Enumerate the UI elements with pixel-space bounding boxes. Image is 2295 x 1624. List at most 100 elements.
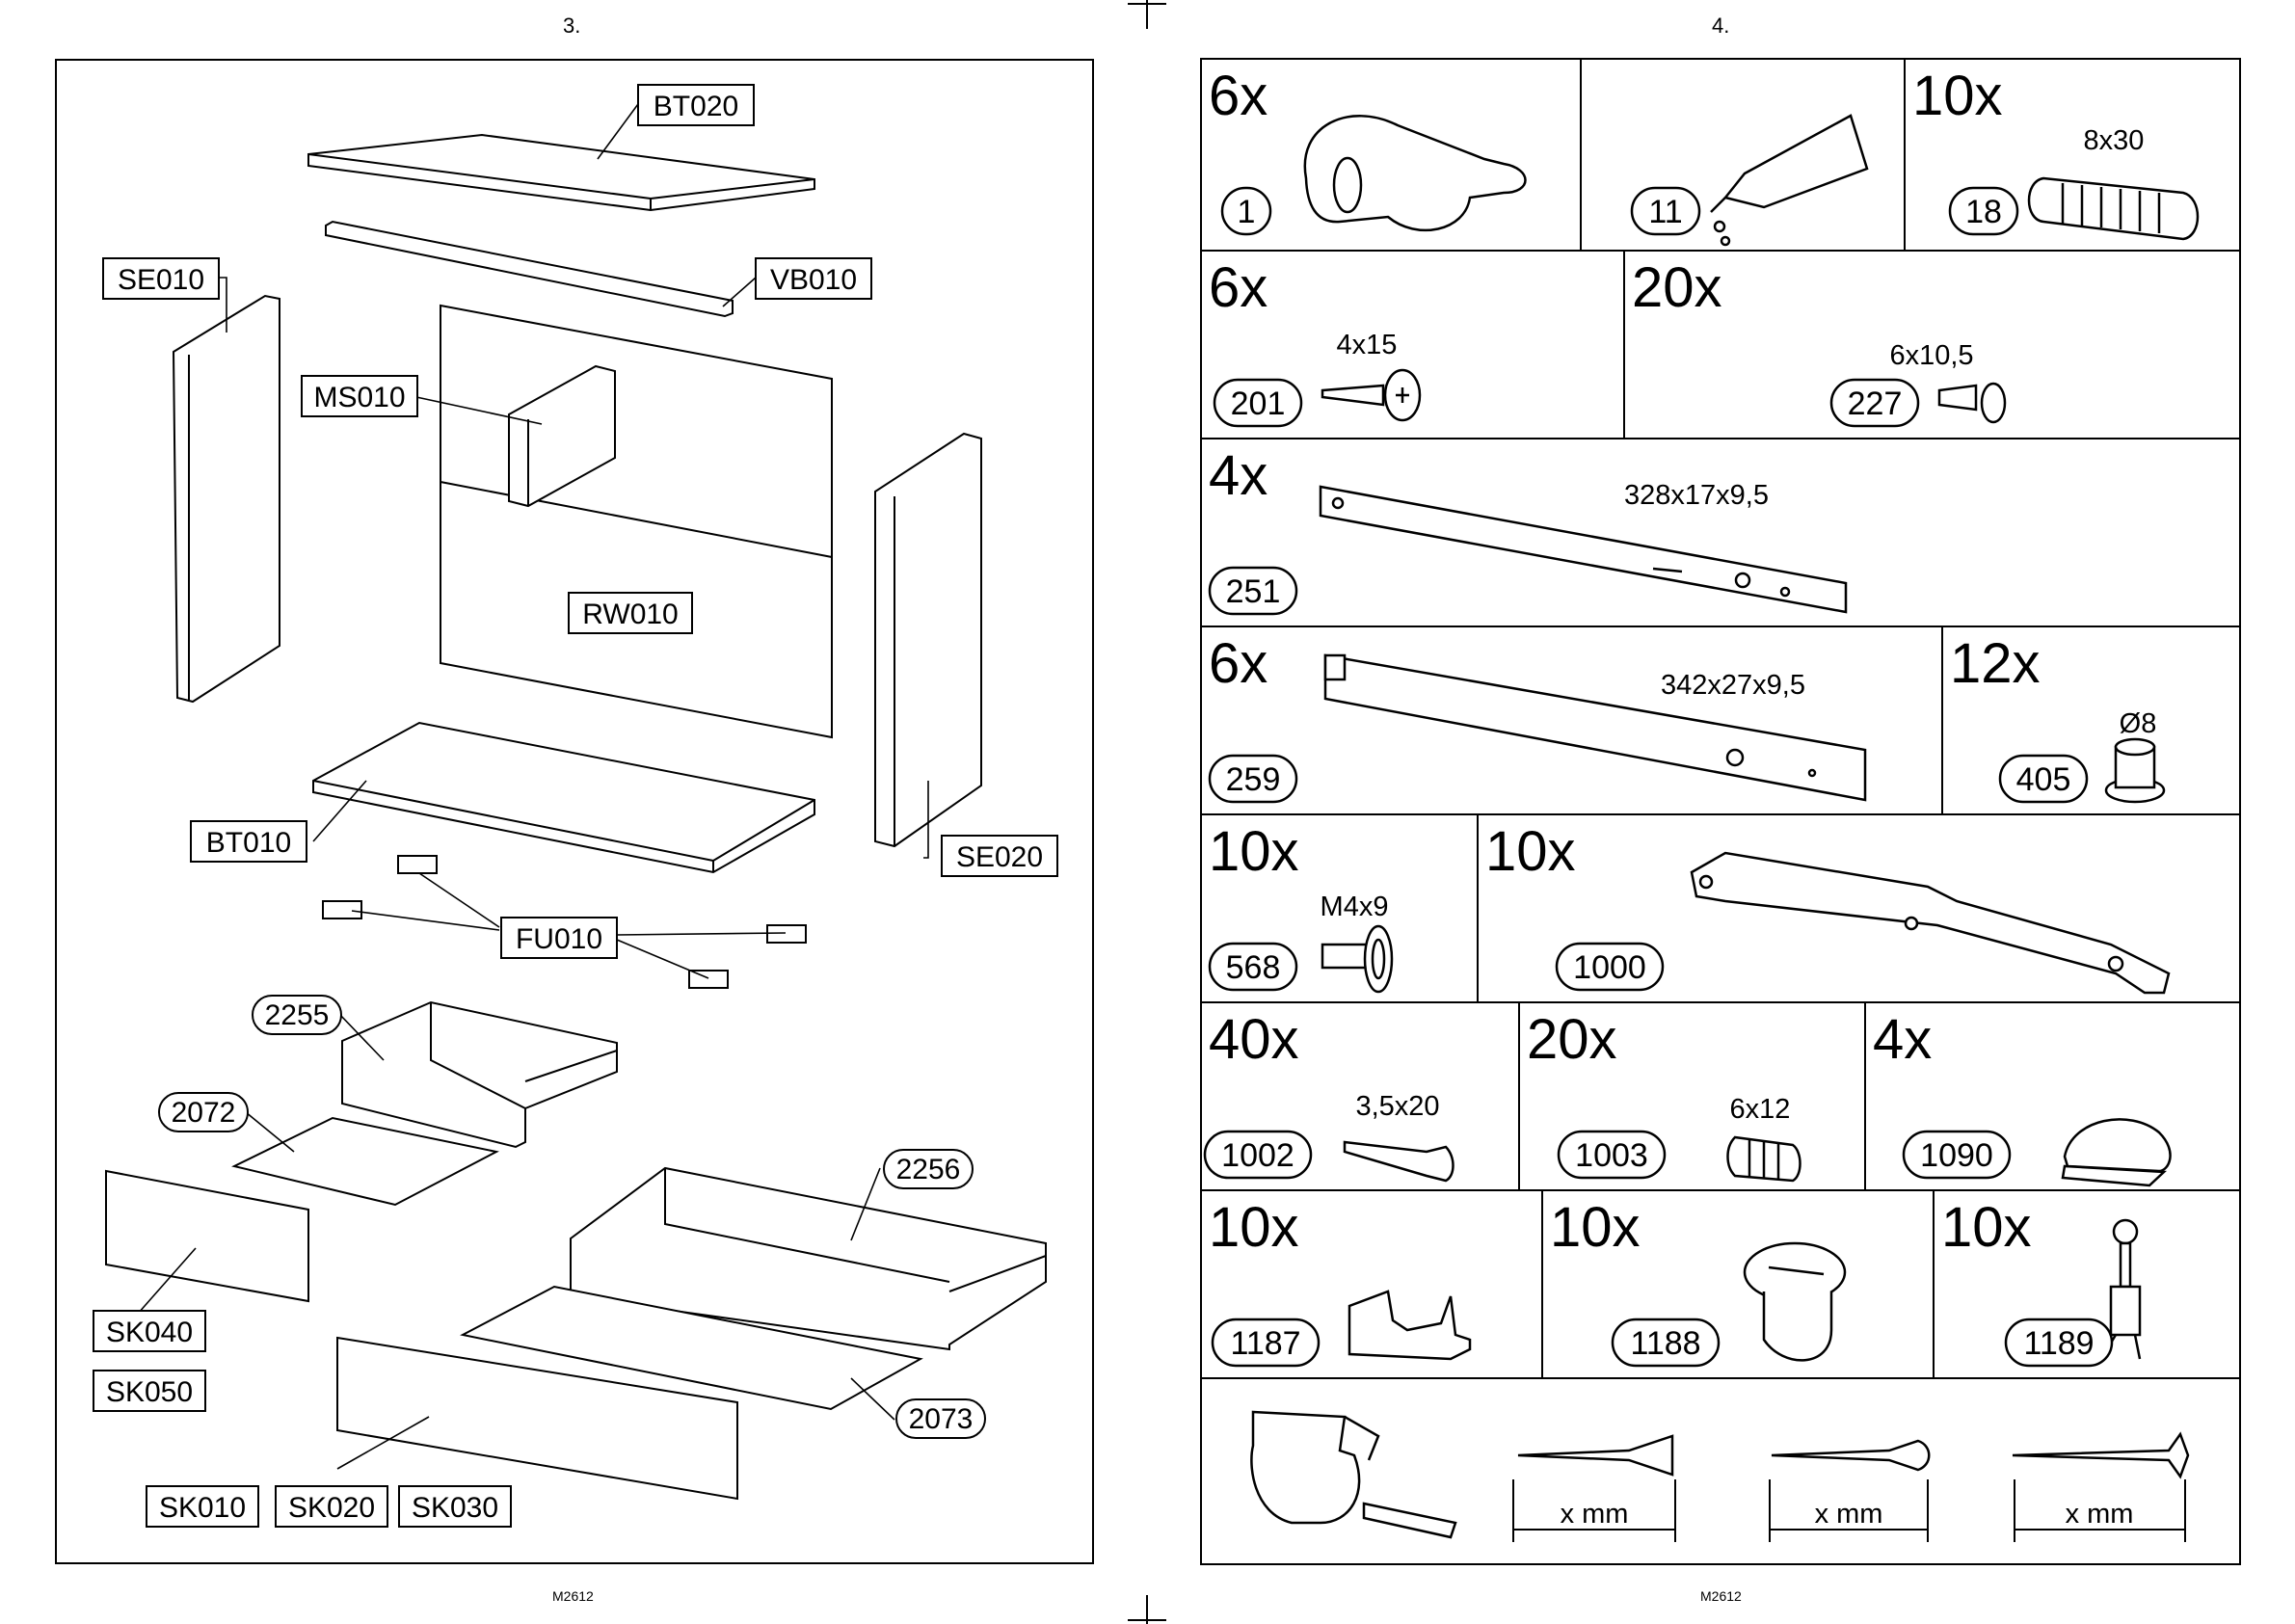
- part-number-1188: 1188: [1630, 1325, 1700, 1362]
- label-2255: 2255: [265, 999, 330, 1031]
- label-vb010: VB010: [770, 264, 857, 296]
- part-number-badge-259: [1208, 754, 1298, 804]
- dimension-227: 6x10,5: [1889, 340, 1973, 371]
- wood-screw-icon-1002: [1343, 1140, 1454, 1183]
- part-number-badge-1090: [1902, 1130, 2012, 1180]
- part-number-badge-405: [1998, 754, 2089, 804]
- quantity-568: 10x: [1209, 820, 1299, 883]
- quantity-1002: 40x: [1209, 1008, 1299, 1071]
- part-number-1000: 1000: [1573, 949, 1646, 986]
- left-page-number: 3.: [563, 13, 581, 38]
- label-bt020: BT020: [654, 91, 738, 122]
- quantity-1090: 4x: [1873, 1008, 1932, 1071]
- dimension-568: M4x9: [1321, 892, 1389, 922]
- cam-lock-bracket-icon: [1303, 115, 1527, 231]
- leader-lines: [137, 103, 929, 1470]
- measure-arrows: [1512, 1479, 2186, 1542]
- wooden-dowel-icon: [2027, 176, 2200, 241]
- part-number-badge-18: [1948, 186, 2019, 236]
- runner-icon-1000: [1690, 851, 2171, 995]
- part-number-1: 1: [1238, 194, 1256, 230]
- edge-clip-icon: [1250, 1410, 1457, 1539]
- label-sk030: SK030: [412, 1492, 498, 1524]
- part-number-1189: 1189: [2023, 1325, 2094, 1362]
- part-number-badge-201: [1213, 378, 1303, 428]
- screw-measure-icon-3: [2012, 1431, 2190, 1479]
- part-number-1003: 1003: [1575, 1137, 1648, 1174]
- part-number-201: 201: [1231, 386, 1286, 422]
- part-number-badge-1189: [2004, 1318, 2114, 1368]
- bolt-icon-568: [1321, 924, 1394, 994]
- label-se010: SE010: [118, 264, 204, 296]
- exploded-view-frame: [55, 59, 1094, 1564]
- quantity-405: 12x: [1950, 632, 2041, 695]
- quantity-1: 6x: [1209, 65, 1268, 127]
- part-number-405: 405: [2016, 761, 2071, 798]
- label-sk010: SK010: [159, 1492, 246, 1524]
- label-2073: 2073: [909, 1403, 974, 1435]
- quantity-1187: 10x: [1209, 1196, 1299, 1259]
- quantity-251: 4x: [1209, 444, 1268, 507]
- quantity-18: 10x: [1912, 65, 2003, 127]
- quantity-1000: 10x: [1485, 820, 1576, 883]
- screw-measure-icon-1: [1517, 1434, 1674, 1477]
- left-page-footer: M2612: [552, 1588, 594, 1604]
- label-sk050: SK050: [106, 1376, 193, 1408]
- dimension-259: 342x27x9,5: [1661, 670, 1805, 701]
- part-number-1090: 1090: [1920, 1137, 1993, 1174]
- quantity-1003: 20x: [1527, 1008, 1617, 1071]
- part-number-568: 568: [1226, 949, 1281, 986]
- euro-screw-icon-227: [1937, 382, 2007, 424]
- dimension-18: 8x30: [2084, 125, 2145, 156]
- quantity-227: 20x: [1632, 256, 1722, 319]
- quantity-1189: 10x: [1941, 1196, 2032, 1259]
- clip-icon-1187: [1348, 1290, 1472, 1361]
- panel-shapes: [105, 133, 1047, 1501]
- quantity-201: 6x: [1209, 256, 1268, 319]
- dimension-405: Ø8: [2120, 708, 2157, 739]
- right-page-number: 4.: [1712, 13, 1730, 38]
- dimension-1003: 6x12: [1730, 1094, 1791, 1125]
- label-sk040: SK040: [106, 1317, 193, 1348]
- part-number-251: 251: [1226, 573, 1281, 610]
- quantity-259: 6x: [1209, 632, 1268, 695]
- part-number-badge-1002: [1203, 1130, 1313, 1180]
- part-number-1187: 1187: [1230, 1325, 1300, 1362]
- dimension-1002: 3,5x20: [1355, 1091, 1439, 1122]
- plastic-dowel-icon-1003: [1726, 1135, 1801, 1183]
- label-fu010: FU010: [516, 923, 602, 955]
- drawer-rail-icon-251: [1319, 485, 1848, 614]
- part-number-badge-1187: [1211, 1318, 1321, 1368]
- dimension-201: 4x15: [1337, 330, 1398, 360]
- quantity-1188: 10x: [1550, 1196, 1641, 1259]
- part-number-1002: 1002: [1221, 1137, 1294, 1174]
- screw-icon-201: [1321, 368, 1422, 422]
- label-ms010: MS010: [313, 382, 405, 413]
- part-number-11: 11: [1648, 194, 1682, 230]
- measure-label-2: x mm: [1815, 1499, 1883, 1530]
- right-page-footer: M2612: [1700, 1588, 1742, 1604]
- part-number-259: 259: [1226, 761, 1281, 798]
- dimension-251: 328x17x9,5: [1624, 480, 1769, 511]
- label-2072: 2072: [172, 1097, 236, 1129]
- screw-measure-icon-2: [1771, 1439, 1931, 1472]
- cam-connector-icon-1188: [1743, 1241, 1847, 1362]
- part-number-badge-251: [1208, 566, 1298, 616]
- part-number-badge-1003: [1557, 1130, 1667, 1180]
- part-labels: BT020 SE010 VB010 MS010 RW010 BT010 SE02…: [93, 84, 1058, 1528]
- part-number-badge-227: [1829, 378, 1920, 428]
- part-number-badge-11: [1630, 186, 1701, 236]
- shelf-support-icon-1090: [2061, 1118, 2172, 1187]
- label-se020: SE020: [956, 841, 1043, 873]
- drawer-rail-icon-259: [1323, 653, 1867, 802]
- cap-icon-405: [2104, 737, 2166, 804]
- part-number-227: 227: [1848, 386, 1903, 422]
- part-number-badge-1: [1220, 186, 1272, 236]
- part-number-badge-1000: [1555, 942, 1665, 992]
- label-sk020: SK020: [288, 1492, 375, 1524]
- label-bt010: BT010: [206, 827, 291, 859]
- label-rw010: RW010: [582, 599, 679, 630]
- glue-tube-icon: [1710, 114, 1869, 247]
